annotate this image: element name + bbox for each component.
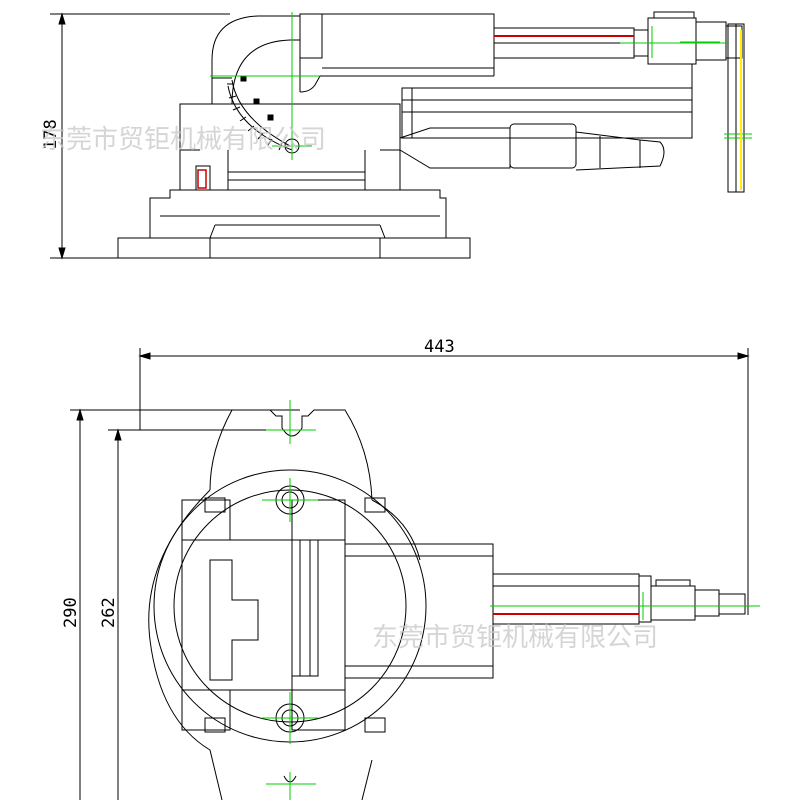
dimension-height-inner: 262 bbox=[99, 597, 119, 628]
centerlines-side bbox=[210, 12, 752, 160]
angle-scale bbox=[227, 75, 300, 154]
centerlines-plan bbox=[262, 400, 760, 800]
plan-view bbox=[70, 348, 750, 800]
side-view bbox=[50, 11, 745, 260]
dimension-height-side: 178 bbox=[41, 119, 61, 150]
watermark-top: 东莞市贸钜机械有限公司 bbox=[40, 125, 326, 155]
dimension-height-total: 290 bbox=[61, 597, 81, 628]
accents-side bbox=[197, 30, 742, 190]
dimension-width-total: 443 bbox=[424, 337, 455, 357]
watermark-bottom: 东莞市贸钜机械有限公司 bbox=[372, 623, 658, 653]
